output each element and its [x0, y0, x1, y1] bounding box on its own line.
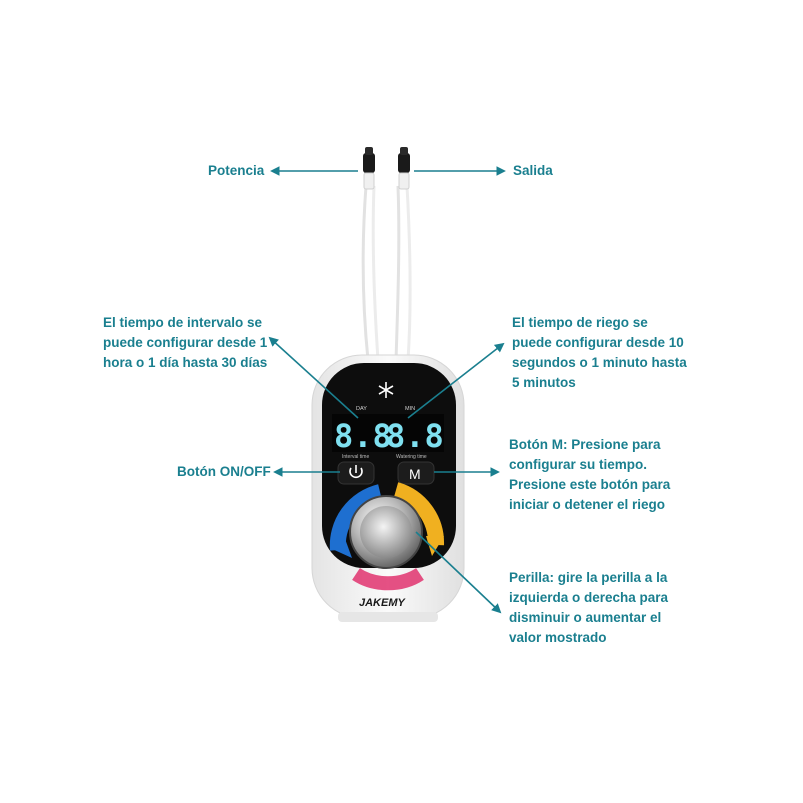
interval-display: 8.8: [334, 417, 392, 455]
arrow-riego: [407, 342, 505, 419]
interval-caption: Interval time: [342, 454, 369, 460]
label-knob: Perilla: gire la perilla a la izquierda …: [509, 570, 669, 645]
inlet-connector: [363, 147, 375, 190]
watering-caption: Watering time: [396, 454, 427, 460]
day-label: DAY: [356, 406, 367, 412]
arrow-interval: [268, 336, 359, 419]
min-label: MIN: [405, 406, 415, 412]
knob[interactable]: [349, 495, 423, 569]
annotation-arrows: [268, 166, 506, 614]
m-button-label: M: [409, 466, 421, 482]
label-salida: Salida: [513, 163, 553, 178]
power-icon: [349, 465, 363, 479]
m-button[interactable]: M: [397, 461, 435, 485]
hoses: [361, 185, 412, 361]
watering-display: 8.8: [386, 417, 444, 455]
brand-logo: JAKEMY: [359, 597, 407, 609]
label-watering-time: El tiempo de riego se puede configurar d…: [512, 315, 687, 390]
snowflake-icon: [378, 382, 394, 398]
label-m-button: Botón M: Presione para configurar su tie…: [509, 437, 671, 512]
label-potencia: Potencia: [208, 163, 265, 178]
label-on-off-button: Botón ON/OFF: [177, 464, 271, 479]
power-button[interactable]: [337, 461, 375, 485]
label-interval-time: El tiempo de intervalo se puede configur…: [103, 315, 268, 370]
arrow-knob: [415, 531, 502, 614]
rotation-arrows: [329, 482, 445, 591]
outlet-connector: [398, 147, 410, 190]
